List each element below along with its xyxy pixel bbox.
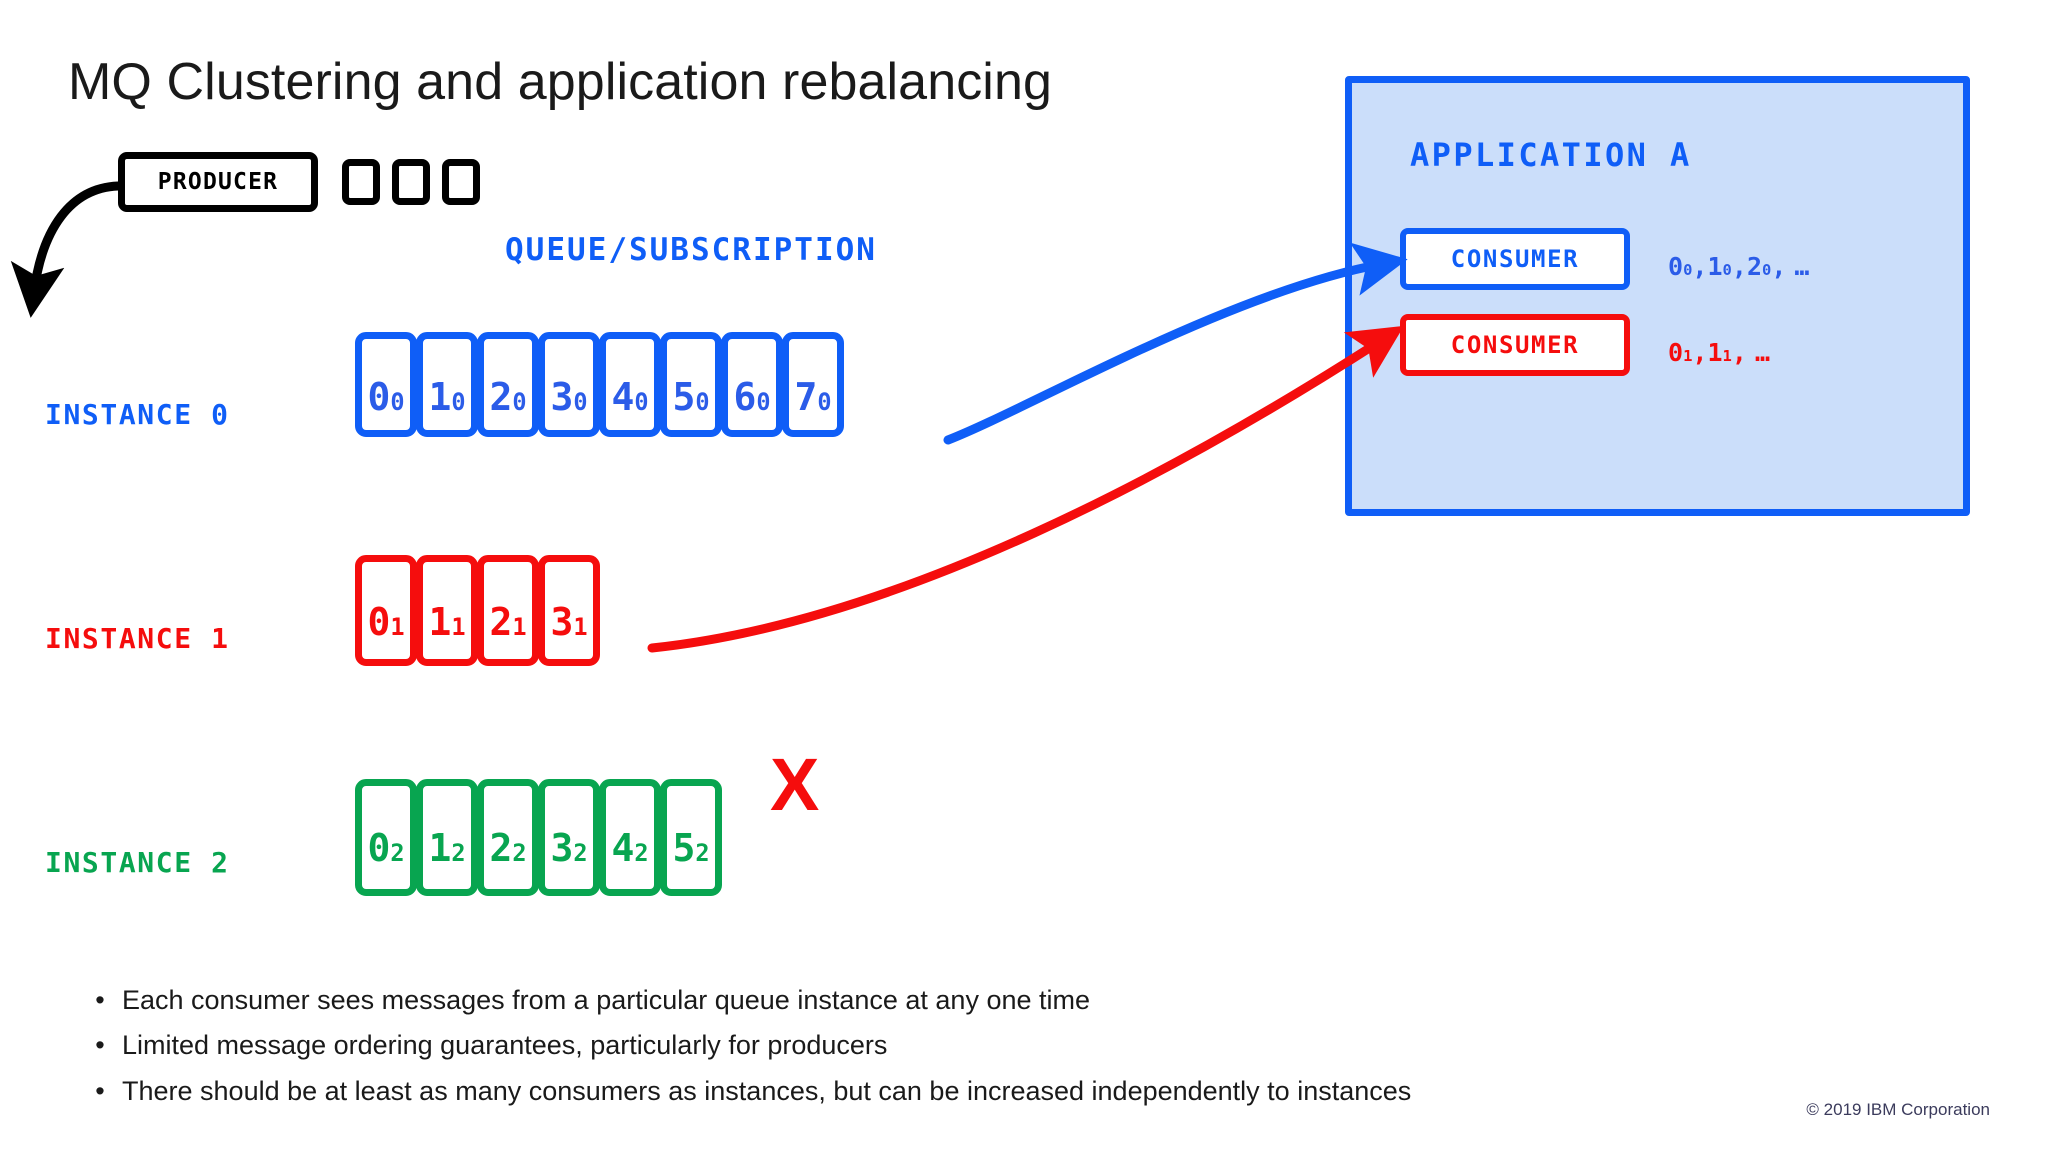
producer-label: PRODUCER xyxy=(157,169,279,195)
instance-2-failure-x-icon: X xyxy=(770,743,820,826)
application-a-title: APPLICATION A xyxy=(1410,136,1692,174)
bullet-item: • Each consumer sees messages from a part… xyxy=(78,982,1958,1018)
bullet-marker: • xyxy=(95,1075,105,1106)
bullet-item: • Limited message ordering guarantees, pa… xyxy=(78,1027,1958,1063)
consumer-1-box[interactable]: CONSUMER xyxy=(1400,314,1630,376)
consumer-message-separator: , xyxy=(1692,252,1708,281)
bullet-text: There should be at least as many consume… xyxy=(122,1075,1412,1106)
instance-2-label: INSTANCE 2 xyxy=(45,846,230,879)
consumer-message-separator: , xyxy=(1771,252,1787,281)
producer-box[interactable]: PRODUCER xyxy=(118,152,318,212)
consumer-message-token: 00 xyxy=(1668,252,1693,281)
queue-subscription-heading: QUEUE/SUBSCRIPTION xyxy=(505,232,877,268)
consumer-message-ellipsis: … xyxy=(1754,338,1770,367)
producer-pending-message xyxy=(392,159,430,205)
bullet-text: Each consumer sees messages from a parti… xyxy=(122,985,1091,1015)
consumer-message-token: 20 xyxy=(1746,252,1772,281)
page-title: MQ Clustering and application rebalancin… xyxy=(68,53,1052,111)
consumer-message-token: 10 xyxy=(1707,252,1732,281)
consumer-1-label: CONSUMER xyxy=(1450,331,1580,359)
consumer-0-message-list: 00,10,20,… xyxy=(1668,252,1809,281)
instance-0-label: INSTANCE 0 xyxy=(45,398,230,431)
bullet-marker: • xyxy=(95,985,105,1015)
bullet-marker: • xyxy=(95,1030,105,1061)
bullet-list: • Each consumer sees messages from a part… xyxy=(78,982,1958,1118)
consumer-message-separator: , xyxy=(1731,338,1747,367)
instance-0-to-consumer-0-arrow xyxy=(943,242,1408,445)
producer-pending-message xyxy=(442,159,480,205)
consumer-message-separator: , xyxy=(1731,252,1747,281)
copyright-footer: © 2019 IBM Corporation xyxy=(1806,1100,1990,1119)
consumer-message-token: 11 xyxy=(1707,338,1732,367)
producer-flow-arrow xyxy=(10,181,123,318)
bullet-text: Limited message ordering guarantees, par… xyxy=(122,1030,888,1061)
consumer-1-message-list: 01,11,… xyxy=(1668,338,1770,367)
consumer-message-ellipsis: … xyxy=(1794,252,1810,281)
application-a-panel xyxy=(1345,76,1970,516)
instance-1-label: INSTANCE 1 xyxy=(45,622,230,655)
consumer-0-box[interactable]: CONSUMER xyxy=(1400,228,1630,290)
bullet-item: • There should be at least as many consum… xyxy=(78,1073,1958,1109)
consumer-message-token: 01 xyxy=(1668,338,1693,367)
consumer-message-separator: , xyxy=(1692,338,1708,367)
consumer-0-label: CONSUMER xyxy=(1450,245,1580,273)
producer-pending-message xyxy=(342,159,380,205)
